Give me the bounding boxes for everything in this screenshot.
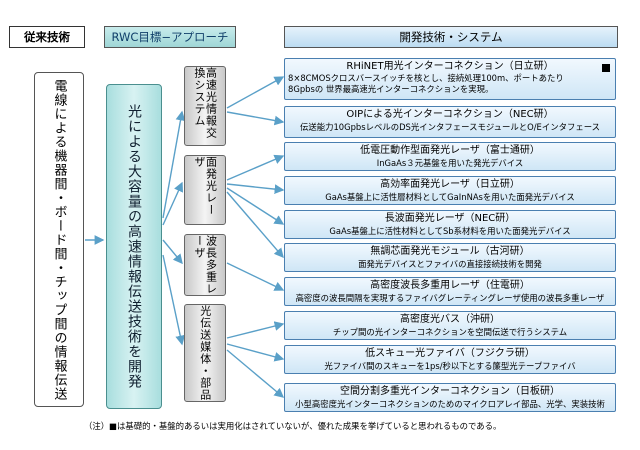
tech-item-title: RHiNET用光インターコネクション（日立研）	[346, 61, 554, 72]
tech-item-title: 高密度光バス（沖研）	[400, 314, 500, 325]
tech-item-alignment-free-module: 無調芯面発光モジュール（古河研） 面発光デバイスとファイバの直接接続技術を開発	[284, 243, 616, 272]
tech-item-desc: 高密度の波長間隔を実現するファイバグレーティングレーザ使用の波長多重レーザ	[295, 293, 605, 303]
category-wdm-laser: 波長多重レーザ	[184, 234, 226, 296]
header-rwc-approach: RWC目標−アプローチ	[104, 26, 236, 48]
category-vcsel: 面発光レーザ	[184, 155, 226, 225]
category-label: 高速光情報交換システム	[193, 67, 218, 139]
header-development: 開発技術・システム	[284, 26, 618, 48]
center-box-text: 光による大容量の高速情報伝送技術を開発	[126, 104, 142, 389]
tech-item-desc: 伝送能力10GpbsレベルのDS光インタフェースモジュールとO/Eインタフェース	[299, 122, 601, 132]
tech-item-desc: 小型高密度光インターコネクションのためのマイクロアレイ部品、光学、実装技術	[295, 399, 605, 409]
left-box-conventional: 電線による機器間・ボード間・チップ間の情報伝送	[34, 72, 84, 407]
arrow-cat1-item1	[226, 76, 285, 109]
tech-item-oip: OIPによる光インターコネクション（NEC研） 伝送能力10GpbsレベルのDS…	[284, 106, 616, 138]
category-optical-switching: 高速光情報交換システム	[184, 66, 226, 146]
category-label: 波長多重レーザ	[193, 235, 218, 295]
category-label: 光伝送媒体・部品	[198, 305, 212, 401]
arrow-cat2-item4	[226, 183, 285, 194]
tech-item-title: OIPによる光インターコネクション（NEC研）	[346, 109, 554, 120]
arrow-cat3-item7	[226, 262, 285, 291]
tech-item-rhinet: RHiNET用光インターコネクション（日立研） 8×8CMOSクロスバースイッチ…	[284, 58, 616, 100]
tech-item-long-wave-vcsel: 長波面発光レーザ（NEC研） GaAs基盤上に活性材料としてSb系材料を用いた面…	[284, 210, 616, 239]
tech-item-desc: 光ファイバ間のスキューを1ps/秒以下とする簾型光テープファイバ	[324, 361, 576, 371]
category-label: 面発光レーザ	[193, 156, 218, 216]
tech-item-title: 低スキュー光ファイバ（フジクラ研）	[365, 348, 535, 359]
arrow-center-to-cat2	[162, 181, 184, 226]
tech-item-desc: GaAs基盤上に活性層材料としてGaInNAsを用いた面発光デバイス	[325, 192, 575, 202]
arrow-center-to-cat1	[162, 110, 186, 219]
header-conventional: 従来技術	[9, 26, 85, 48]
tech-item-title: 高効率面発光レーザ（日立研）	[380, 179, 520, 190]
footnote: （注）■は基礎的・基盤的あるいは実用化はされていないが、優れた成果を挙げていると…	[84, 421, 502, 431]
arrow-cat2-item6	[226, 191, 284, 259]
arrow-cat4-item8	[226, 321, 285, 339]
tech-item-title: 長波面発光レーザ（NEC研）	[384, 213, 516, 224]
arrow-center-to-cat4	[162, 254, 186, 346]
tech-item-desc: 8×8CMOSクロスバースイッチを核とし、接続処理100m、ポートあたり	[288, 73, 564, 83]
tech-item-title: 無調芯面発光モジュール（古河研）	[370, 246, 530, 257]
tech-item-desc: 8Gpbsの 世界最高速光インターコネクションを実現。	[288, 84, 494, 94]
tech-item-title: 高密度波長多重用レーザ（住電研）	[370, 280, 530, 291]
tech-item-low-voltage-vcsel: 低電圧動作型面発光レーザ（富士通研） InGaAs３元基盤を用いた発光デバイス	[284, 142, 616, 171]
tech-item-optical-bus: 高密度光バス（沖研） チップ間の光インターコネクションを空間伝送で行うシステム	[284, 311, 616, 340]
category-transmission-media: 光伝送媒体・部品	[184, 304, 226, 402]
tech-item-title: 低電圧動作型面発光レーザ（富士通研）	[360, 145, 540, 156]
tech-item-desc: InGaAs３元基盤を用いた発光デバイス	[376, 158, 524, 168]
arrow-cat4-item9	[226, 343, 285, 362]
tech-item-dwdm-laser: 高密度波長多重用レーザ（住電研） 高密度の波長間隔を実現するファイバグレーティン…	[284, 277, 616, 306]
notable-mark-icon	[602, 64, 610, 72]
tech-item-title: 空間分割多重光インターコネクション（日板研）	[340, 386, 560, 397]
tech-item-desc: 面発光デバイスとファイバの直接接続技術を開発	[358, 259, 542, 269]
center-box-approach: 光による大容量の高速情報伝送技術を開発	[106, 84, 162, 409]
arrow-cat4-item10	[226, 349, 285, 398]
arrow-cat2-item3	[226, 154, 285, 181]
left-box-text: 電線による機器間・ボード間・チップ間の情報伝送	[51, 78, 67, 401]
tech-item-desc: GaAs基盤上に活性材料としてSb系材料を用いた面発光デバイス	[329, 226, 571, 236]
tech-item-space-division: 空間分割多重光インターコネクション（日板研） 小型高密度光インターコネクションの…	[284, 383, 616, 412]
arrow-cat2-item5	[226, 187, 285, 225]
tech-item-low-skew-fiber: 低スキュー光ファイバ（フジクラ研） 光ファイバ間のスキューを1ps/秒以下とする…	[284, 345, 616, 374]
tech-item-high-efficiency-vcsel: 高効率面発光レーザ（日立研） GaAs基盤上に活性層材料としてGaInNAsを用…	[284, 176, 616, 205]
arrow-center-to-cat3	[162, 239, 183, 265]
tech-item-desc: チップ間の光インターコネクションを空間伝送で行うシステム	[332, 327, 568, 337]
arrow-cat1-item2	[226, 111, 285, 126]
